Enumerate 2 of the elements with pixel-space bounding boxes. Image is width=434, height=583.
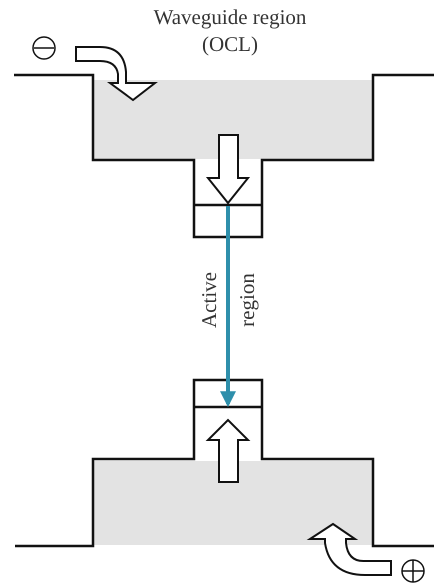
region-label: Waveguide region (OCL)	[152, 4, 308, 58]
region-label: Active region	[196, 271, 260, 330]
